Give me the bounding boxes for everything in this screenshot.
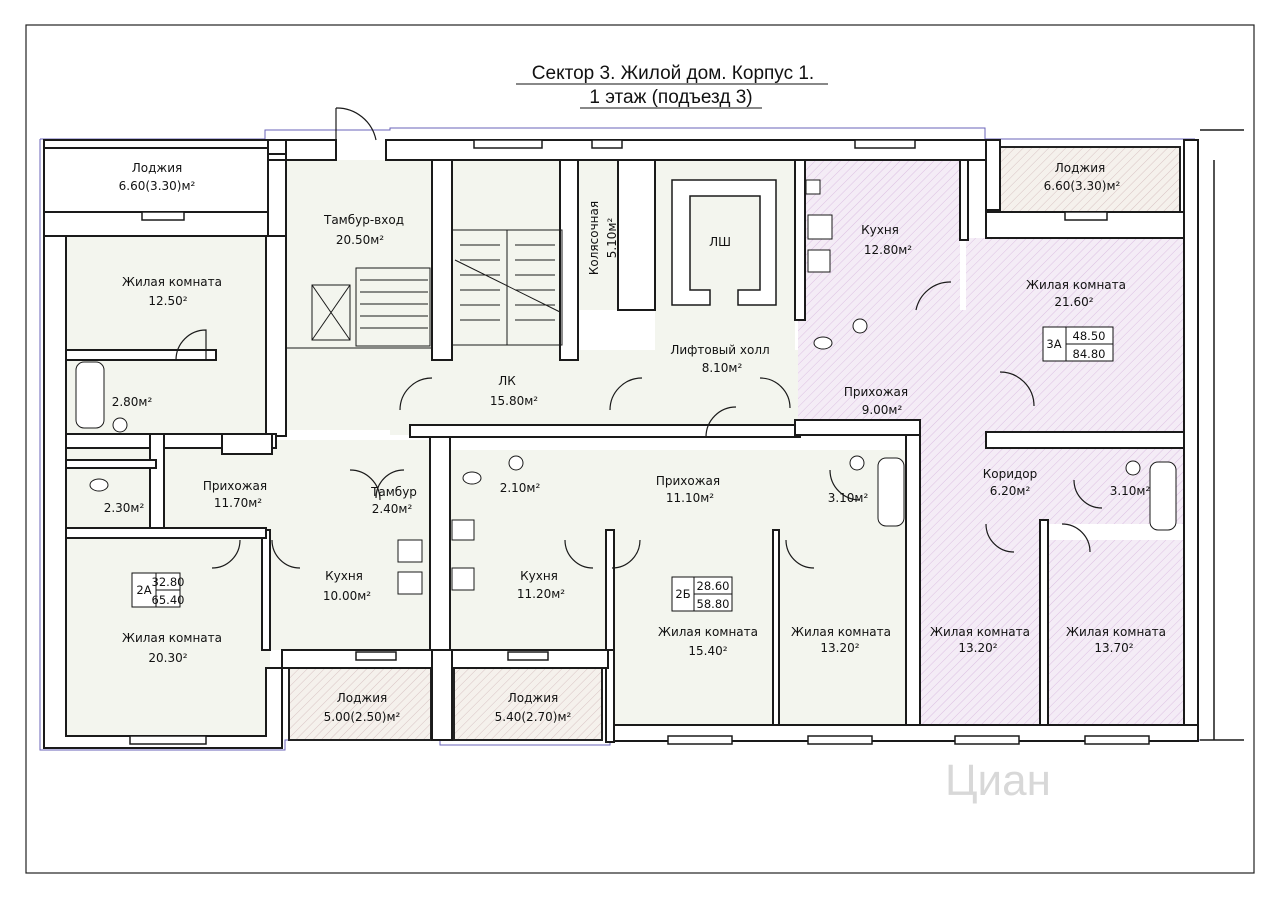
watermark-logo: Циан bbox=[945, 756, 1051, 805]
room-area: 5.10м² bbox=[605, 218, 619, 259]
room-area: 8.10м² bbox=[702, 361, 743, 375]
room-area: 12.50² bbox=[148, 294, 187, 308]
room-name: Жилая комната bbox=[791, 625, 891, 639]
apartment-living-area: 48.50 bbox=[1073, 329, 1106, 343]
room-area: 5.40(2.70)м² bbox=[495, 710, 572, 724]
room-area: 15.80м² bbox=[490, 394, 538, 408]
room-area: 6.60(3.30)м² bbox=[1044, 179, 1121, 193]
room-name: ЛШ bbox=[709, 235, 731, 249]
room-area: 2.30м² bbox=[104, 501, 145, 515]
sheet-border bbox=[25, 24, 1255, 874]
apartment-box-2b: 2Б 28.60 58.80 bbox=[671, 576, 733, 612]
room-name: Кухня bbox=[325, 569, 363, 583]
room-area: 15.40² bbox=[688, 644, 727, 658]
room-area: 13.20² bbox=[820, 641, 859, 655]
door-swings bbox=[175, 107, 1103, 569]
room-area: 11.10м² bbox=[666, 491, 714, 505]
sanitary-fixtures bbox=[75, 179, 1177, 595]
room-area: 2.10м² bbox=[500, 481, 541, 495]
room-name: Лоджия bbox=[1055, 161, 1106, 175]
room-name: Жилая комната bbox=[1026, 278, 1126, 292]
room-area: 3.10м² bbox=[1110, 484, 1151, 498]
room-area: 2.40м² bbox=[372, 502, 413, 516]
room-name: Прихожая bbox=[656, 474, 720, 488]
room-name: Коридор bbox=[983, 467, 1038, 481]
room-area: 9.00м² bbox=[862, 403, 903, 417]
room-name: Прихожая bbox=[844, 385, 908, 399]
apartment-3a-highlight bbox=[798, 160, 1186, 725]
room-area: 11.20м² bbox=[517, 587, 565, 601]
room-area: 21.60² bbox=[1054, 295, 1093, 309]
room-name: Прихожая bbox=[203, 479, 267, 493]
room-area: 6.20м² bbox=[990, 484, 1031, 498]
room-area: 11.70м² bbox=[214, 496, 262, 510]
room-name: Тамбур-вход bbox=[323, 213, 404, 227]
room-area: 10.00м² bbox=[323, 589, 371, 603]
room-name: Лоджия bbox=[337, 691, 388, 705]
room-area: 20.50м² bbox=[336, 233, 384, 247]
room-area: 3.10м² bbox=[828, 491, 869, 505]
room-area: 13.20² bbox=[958, 641, 997, 655]
room-name: Жилая комната bbox=[658, 625, 758, 639]
room-name: Жилая комната bbox=[930, 625, 1030, 639]
room-name: Лифтовый холл bbox=[670, 343, 769, 357]
room-name: Кухня bbox=[520, 569, 558, 583]
apartment-living-area: 32.80 bbox=[152, 575, 185, 589]
apartment-code: 2А bbox=[136, 583, 151, 597]
apartment-total-area: 84.80 bbox=[1073, 347, 1106, 361]
room-name: Тамбур bbox=[370, 485, 417, 499]
apartment-total-area: 65.40 bbox=[152, 593, 185, 607]
apartment-code: 2Б bbox=[675, 587, 690, 601]
room-name: Жилая комната bbox=[122, 275, 222, 289]
room-labels: Лоджия 6.60(3.30)м² Жилая комната 12.50²… bbox=[104, 161, 1166, 724]
apartment-box-3a: 3А 48.50 84.80 bbox=[1042, 326, 1114, 362]
room-area: 13.70² bbox=[1094, 641, 1133, 655]
adjacent-section-edge bbox=[1200, 129, 1244, 741]
plan-title-line1: Сектор 3. Жилой дом. Корпус 1. bbox=[532, 63, 814, 84]
windows bbox=[129, 139, 1150, 745]
plan-title-line2: 1 этаж (подъезд 3) bbox=[589, 87, 752, 108]
room-area: 20.30² bbox=[148, 651, 187, 665]
room-area: 2.80м² bbox=[112, 395, 153, 409]
room-name: Лоджия bbox=[508, 691, 559, 705]
stairs bbox=[286, 229, 563, 349]
floor-fills bbox=[66, 160, 920, 736]
room-area: 6.60(3.30)м² bbox=[119, 179, 196, 193]
room-area: 12.80м² bbox=[864, 243, 912, 257]
room-name: Жилая комната bbox=[122, 631, 222, 645]
room-name: Лоджия bbox=[132, 161, 183, 175]
apartment-code: 3А bbox=[1046, 337, 1061, 351]
room-area: 5.00(2.50)м² bbox=[324, 710, 401, 724]
room-name: Жилая комната bbox=[1066, 625, 1166, 639]
room-name: Кухня bbox=[861, 223, 899, 237]
apartment-living-area: 28.60 bbox=[697, 579, 730, 593]
plan-title: Сектор 3. Жилой дом. Корпус 1. 1 этаж (п… bbox=[516, 63, 828, 109]
room-name: ЛК bbox=[498, 374, 516, 388]
apartment-box-2a: 2А 32.80 65.40 bbox=[131, 572, 185, 608]
elevator-shaft bbox=[671, 179, 777, 306]
room-name: Колясочная bbox=[587, 201, 601, 275]
apartment-total-area: 58.80 bbox=[697, 597, 730, 611]
